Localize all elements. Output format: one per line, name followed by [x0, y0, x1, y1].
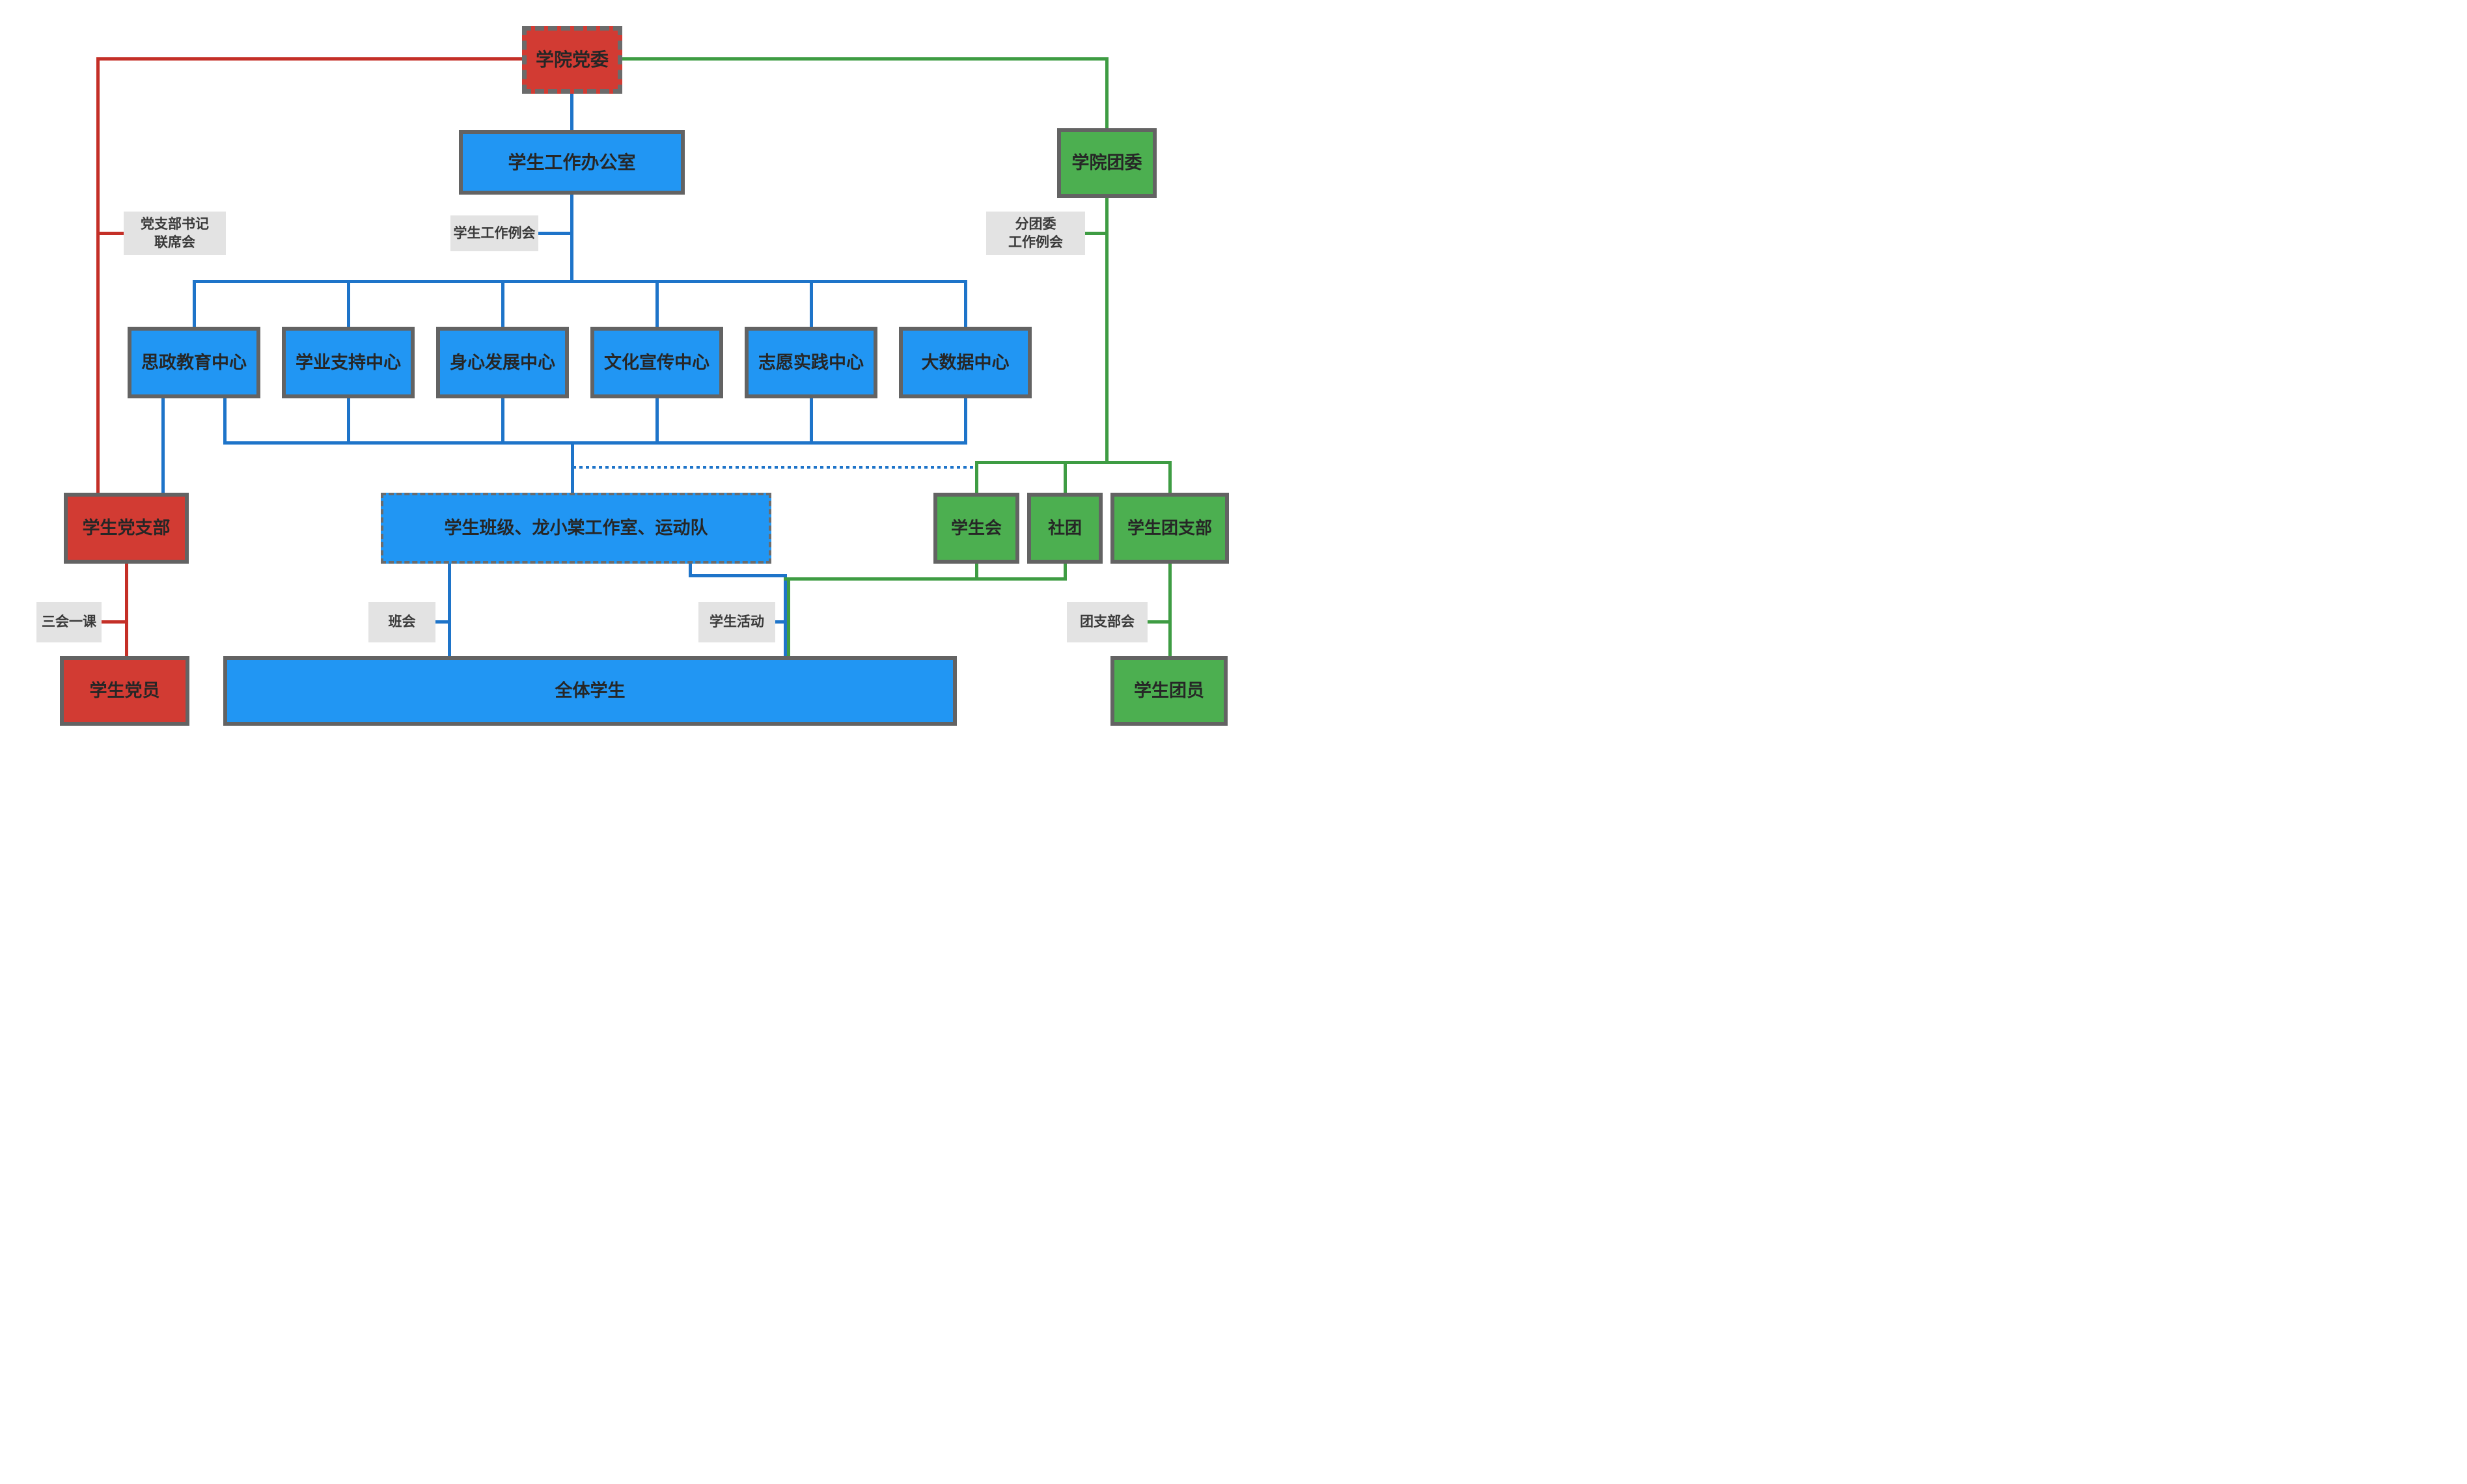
connector-center6-drop: [964, 398, 967, 443]
connector-joint-meeting-stub: [98, 232, 124, 235]
label-party-secretary-joint-meeting-line2: 联席会: [154, 234, 195, 250]
node-center-culture: 文化宣传中心: [590, 327, 723, 398]
node-student-work-office: 学生工作办公室: [459, 130, 685, 195]
label-student-activities: 学生活动: [698, 602, 775, 642]
connector-bus2-to-class-box: [571, 441, 574, 493]
connector-center1-to-party-branch: [161, 398, 165, 493]
connector-branch-to-members-vertical: [125, 564, 128, 656]
connector-activities-horizontal: [689, 574, 787, 577]
label-party-secretary-joint-meeting: 党支部书记 联席会: [124, 212, 226, 255]
label-student-work-meeting: 学生工作例会: [450, 215, 538, 251]
label-student-work-meeting-text: 学生工作例会: [453, 225, 536, 241]
label-sub-league-work-meeting: 分团委 工作例会: [986, 212, 1085, 255]
connector-class-box-left-drop: [448, 564, 451, 656]
node-center-bigdata: 大数据中心: [899, 327, 1032, 398]
connector-three-meetings-stub: [102, 620, 126, 624]
node-student-league-branch-label: 学生团支部: [1127, 517, 1212, 538]
connector-clubs-bottom-drop: [1064, 564, 1067, 581]
label-student-activities-text: 学生活动: [710, 614, 764, 630]
node-college-league: 学院团委: [1057, 128, 1157, 198]
connector-league-top-horizontal: [622, 57, 1109, 61]
node-student-league-members: 学生团员: [1110, 656, 1228, 726]
node-college-league-label: 学院团委: [1071, 153, 1142, 173]
connector-center3-drop: [501, 398, 504, 443]
connector-bus1-drop-1: [193, 280, 196, 327]
label-three-meetings-one-lesson: 三会一课: [36, 602, 102, 642]
connector-union-bottom-drop: [975, 564, 978, 581]
node-clubs: 社团: [1027, 493, 1103, 564]
connector-bus1-drop-6: [964, 280, 967, 327]
node-center-bigdata-label: 大数据中心: [921, 352, 1010, 372]
node-center-volunteer: 志愿实践中心: [745, 327, 877, 398]
connector-league-branch-bottom-drop: [1168, 564, 1172, 656]
label-league-branch-meeting-text: 团支部会: [1080, 614, 1135, 630]
connector-league-top-vertical: [1105, 57, 1109, 128]
connector-bus1-horizontal: [193, 280, 967, 283]
connector-activities-vertical-blue: [784, 574, 787, 656]
connector-class-meeting-stub: [435, 620, 450, 624]
node-center-culture-label: 文化宣传中心: [604, 352, 710, 372]
node-student-class-group-label: 学生班级、龙小棠工作室、运动队: [444, 518, 708, 538]
node-student-union: 学生会: [933, 493, 1019, 564]
connector-league-branch-meeting-stub: [1148, 620, 1170, 624]
connector-league-bar-drop-union: [975, 461, 978, 493]
node-all-students: 全体学生: [223, 656, 957, 726]
node-party-committee: 学院党委: [522, 26, 622, 94]
connector-student-activities-stub: [775, 620, 785, 624]
connector-center1-right-drop: [223, 398, 227, 443]
label-class-meeting: 班会: [368, 602, 435, 642]
connector-league-down-vertical: [1105, 198, 1109, 464]
connector-subleague-meeting-stub: [1084, 232, 1107, 235]
node-student-union-label: 学生会: [950, 517, 1002, 538]
connector-office-down: [570, 195, 573, 282]
connector-league-bar-drop-clubs: [1064, 461, 1067, 493]
node-student-party-branch: 学生党支部: [64, 493, 189, 564]
connector-class-box-right-drop: [689, 564, 692, 577]
label-class-meeting-text: 班会: [388, 614, 416, 630]
connector-work-meeting-stub: [538, 232, 572, 235]
connector-dotted-class-to-league-orgs: [573, 466, 976, 469]
node-student-class-group: 学生班级、龙小棠工作室、运动队: [381, 493, 771, 564]
connector-bus1-drop-4: [655, 280, 659, 327]
node-student-party-members-label: 学生党员: [89, 681, 160, 701]
connector-center2-drop: [347, 398, 350, 443]
node-student-league-branch: 学生团支部: [1110, 493, 1229, 564]
connector-party-top-horizontal: [98, 57, 522, 61]
node-center-wellbeing: 身心发展中心: [436, 327, 569, 398]
node-all-students-label: 全体学生: [555, 681, 626, 701]
node-student-party-members: 学生党员: [60, 656, 189, 726]
node-center-ideology-label: 思政教育中心: [141, 352, 247, 372]
org-chart-canvas: 学院党委 学生工作办公室 学院团委 思政教育中心 学业支持中心 身心发展中心 文…: [0, 0, 1234, 742]
connector-center5-drop: [810, 398, 813, 443]
node-student-league-members-label: 学生团员: [1134, 681, 1204, 701]
connector-league-to-students-vertical: [787, 577, 790, 656]
node-student-party-branch-label: 学生党支部: [82, 518, 171, 538]
connector-bus2-horizontal: [223, 441, 967, 445]
node-center-volunteer-label: 志愿实践中心: [758, 352, 864, 372]
node-center-academic-label: 学业支持中心: [296, 352, 401, 372]
connector-league-bar-drop-branch: [1168, 461, 1172, 493]
connector-league-bar-horizontal: [975, 461, 1172, 464]
label-sub-league-work-meeting-line2: 工作例会: [1008, 234, 1063, 250]
node-center-wellbeing-label: 身心发展中心: [450, 352, 555, 372]
connector-center4-drop: [655, 398, 659, 443]
node-student-work-office-label: 学生工作办公室: [508, 152, 636, 172]
node-clubs-label: 社团: [1047, 517, 1082, 538]
connector-league-to-students-horizontal: [784, 577, 1067, 581]
connector-party-left-vertical: [96, 57, 100, 493]
connector-committee-to-office: [570, 93, 573, 130]
node-center-ideology: 思政教育中心: [128, 327, 260, 398]
label-sub-league-work-meeting-line1: 分团委: [1015, 217, 1056, 232]
node-party-committee-label: 学院党委: [535, 49, 609, 70]
label-party-secretary-joint-meeting-line1: 党支部书记: [141, 217, 209, 232]
connector-bus1-drop-3: [501, 280, 504, 327]
connector-bus1-drop-5: [810, 280, 813, 327]
connector-bus1-drop-2: [347, 280, 350, 327]
label-three-meetings-one-lesson-text: 三会一课: [42, 614, 96, 630]
label-league-branch-meeting: 团支部会: [1067, 602, 1148, 642]
node-center-academic: 学业支持中心: [282, 327, 415, 398]
